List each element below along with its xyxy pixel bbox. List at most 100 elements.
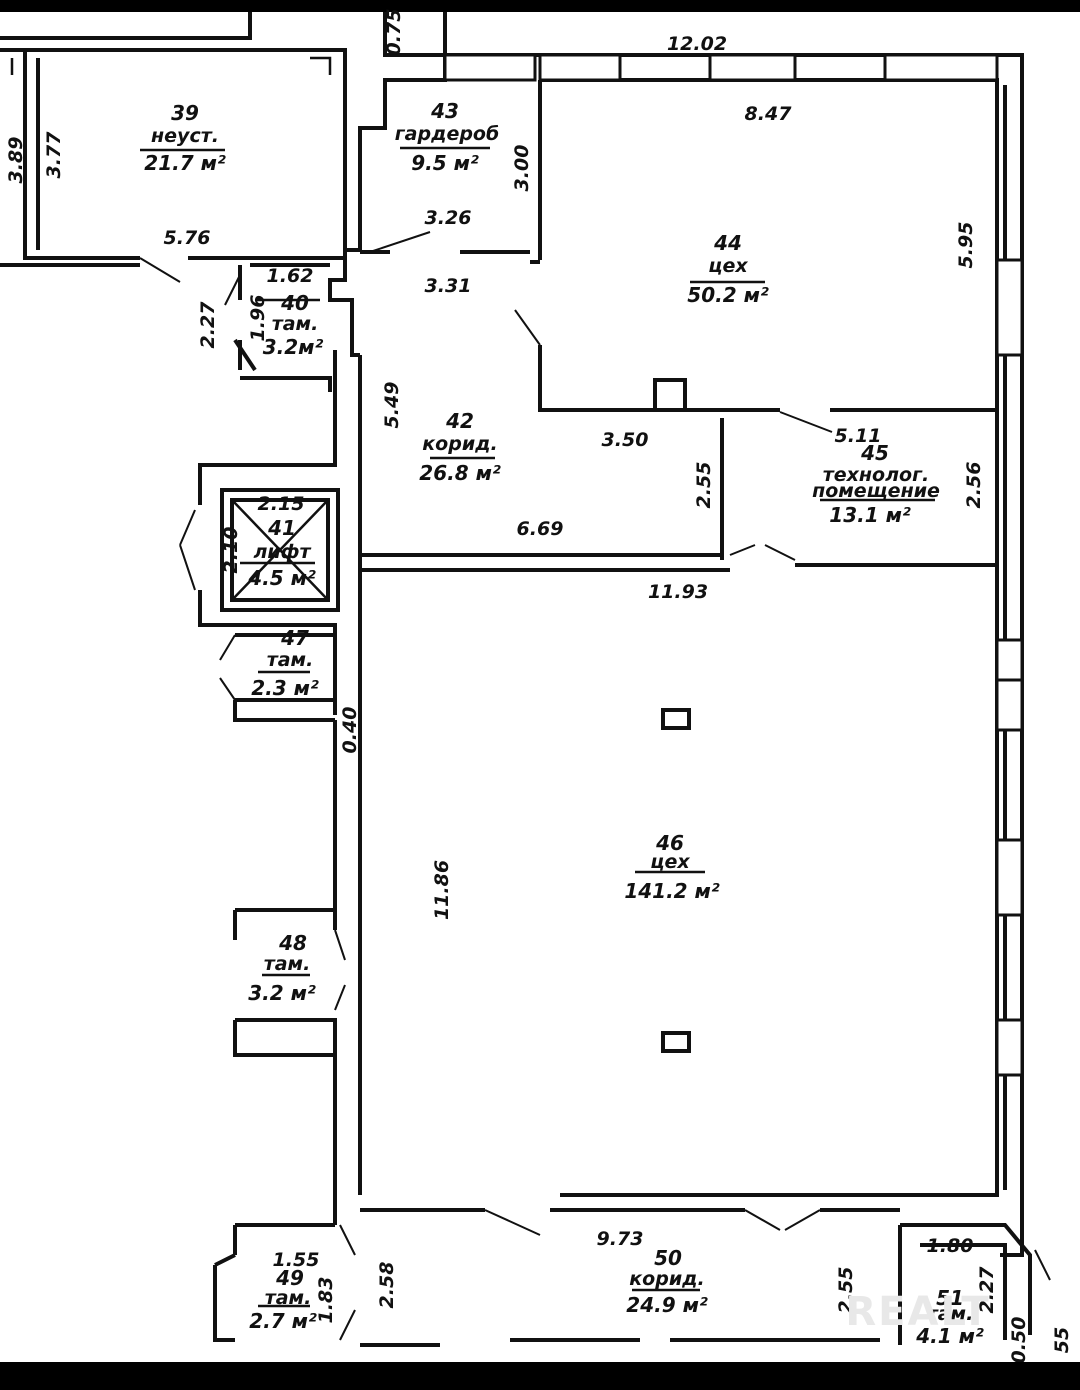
room-45-number: 45 <box>860 441 889 465</box>
room-42-area: 26.8 м² <box>419 461 501 485</box>
dim-2-56: 2.56 <box>963 462 985 509</box>
room-41-name: лифт <box>253 541 311 563</box>
wall-bottom <box>360 1338 880 1347</box>
door-room-48 <box>334 929 346 1011</box>
dim-2-10: 2.10 <box>220 527 242 574</box>
room-51-number: 51 <box>936 1286 964 1310</box>
room-48-number: 48 <box>278 931 307 955</box>
dim-11-93: 11.93 <box>648 581 708 603</box>
window-top-2 <box>538 53 622 82</box>
room-50-name: корид. <box>629 1268 704 1290</box>
door-lift <box>179 509 196 591</box>
room-47-number: 47 <box>280 626 309 650</box>
column-2 <box>661 1031 691 1053</box>
dim-1-96: 1.96 <box>247 295 269 342</box>
dim-2-27-left: 2.27 <box>197 301 219 349</box>
dim-3-31: 3.31 <box>425 275 472 297</box>
room-46-number: 46 <box>655 831 684 855</box>
room-43-number: 43 <box>430 99 459 123</box>
watermark: REALT <box>845 1289 990 1335</box>
dim-11-86: 11.86 <box>431 860 453 920</box>
lift-cross <box>231 499 329 601</box>
room-49-area: 2.7 м² <box>249 1309 317 1333</box>
window-right-4 <box>995 838 1024 917</box>
room-46-name: цех <box>650 851 690 873</box>
dim-2-15: 2.15 <box>258 493 305 515</box>
room-45-name: технолог. <box>823 464 929 486</box>
room-47-name: там. <box>267 649 314 671</box>
room-40-number: 40 <box>280 291 309 315</box>
room-39-name: неуст. <box>151 125 219 147</box>
dim-1-80: 1.80 <box>927 1235 974 1257</box>
room-46-area: 141.2 м² <box>624 879 720 903</box>
room-42-number: 42 <box>445 409 474 433</box>
dim-1-55: 1.55 <box>273 1249 320 1271</box>
dim-12-02: 12.02 <box>667 33 727 55</box>
room-50-area: 24.9 м² <box>626 1293 708 1317</box>
dim-9-73: 9.73 <box>597 1228 644 1250</box>
door-room-51 <box>1034 1249 1051 1281</box>
door-room-40 <box>224 274 241 306</box>
room-50-number: 50 <box>654 1246 682 1270</box>
room-43-name: гардероб <box>395 123 500 145</box>
dim-1-62: 1.62 <box>267 265 314 287</box>
door-room-47 <box>219 634 236 701</box>
dim-0-50: 0.50 <box>1008 1317 1030 1364</box>
room-49-name: там. <box>265 1287 312 1309</box>
door-room-49 <box>339 1224 356 1341</box>
room-49-number: 49 <box>275 1266 304 1290</box>
window-right-5 <box>995 1018 1024 1077</box>
room-44-number: 44 <box>713 231 742 255</box>
dim-2-58: 2.58 <box>376 1262 398 1309</box>
dim-2-55-bottom: 2.55 <box>835 1267 857 1314</box>
dim-5-76: 5.76 <box>164 227 211 249</box>
room-48-area: 3.2 м² <box>248 981 316 1005</box>
wall-room-51 <box>898 1223 1032 1345</box>
window-top-1 <box>443 53 537 82</box>
room-41-area: 4.5 м² <box>247 566 316 590</box>
window-top-3 <box>708 53 797 82</box>
wall-room-47 <box>233 633 337 930</box>
dim-3-26: 3.26 <box>425 207 472 229</box>
door-room-50 <box>484 1209 821 1236</box>
wall-room-43 <box>360 80 542 264</box>
wall-top-remnant <box>0 12 447 57</box>
door-room-39 <box>139 257 181 283</box>
wall-shaft-column <box>198 350 362 1195</box>
dim-3-89: 3.89 <box>5 137 27 184</box>
room-43-area: 9.5 м² <box>411 151 479 175</box>
room-47-area: 2.3 м² <box>251 676 319 700</box>
dim-2-27-right: 2.27 <box>976 1266 998 1314</box>
dim-0-75: 0.75 <box>383 9 405 56</box>
dim-5-49: 5.49 <box>381 382 403 429</box>
room-45-area: 13.1 м² <box>829 503 911 527</box>
room-51-area: 4.1 м² <box>915 1324 984 1348</box>
door-room-44 <box>514 309 833 433</box>
dim-55: 55 <box>1051 1327 1073 1353</box>
wall-room-45 <box>360 418 997 572</box>
room-39-number: 39 <box>171 101 199 125</box>
room-40-area: 3.2м² <box>263 335 324 359</box>
window-right-3 <box>995 678 1024 732</box>
area-underlines <box>140 146 935 1308</box>
wall-room-40 <box>233 263 332 392</box>
dim-3-00: 3.00 <box>511 145 533 192</box>
dim-2-55-top: 2.55 <box>693 462 715 509</box>
dim-5-95: 5.95 <box>955 222 977 269</box>
door-room-45 <box>729 544 796 561</box>
dim-5-11: 5.11 <box>835 425 882 447</box>
room-40-name: там. <box>272 313 319 335</box>
door-room-43 <box>369 231 431 253</box>
room-51-name: там. <box>927 1303 974 1325</box>
room-44-area: 50.2 м² <box>687 283 769 307</box>
window-right-2 <box>995 638 1024 682</box>
wall-room-39 <box>0 48 347 267</box>
dim-0-40: 0.40 <box>339 707 361 754</box>
window-right-1 <box>995 258 1024 357</box>
room-39-area: 21.7 м² <box>144 151 226 175</box>
wall-lower-left <box>213 1055 337 1342</box>
dim-1-83: 1.83 <box>315 1277 337 1324</box>
dim-3-50: 3.50 <box>602 429 649 451</box>
